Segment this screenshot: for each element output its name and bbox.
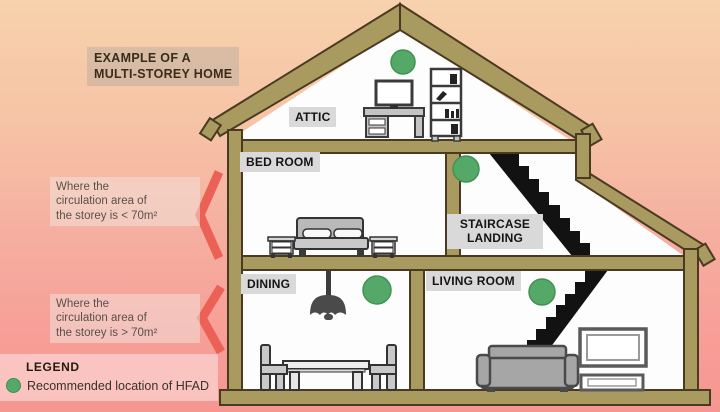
table-leg bbox=[289, 371, 300, 391]
bed-pillow bbox=[333, 228, 363, 239]
annotation-ground-line2: circulation area of bbox=[56, 312, 147, 325]
roof-left-eave-tick bbox=[198, 116, 223, 142]
tv-stand-shelf bbox=[587, 378, 637, 387]
wall-right-upper bbox=[575, 133, 591, 179]
second-floor bbox=[241, 255, 685, 271]
bedroom-label: BED ROOM bbox=[240, 152, 320, 173]
hfad-marker-dining bbox=[362, 275, 392, 305]
hfad-marker-living-room bbox=[528, 278, 556, 306]
chair-leg bbox=[371, 373, 381, 391]
sofa-arm bbox=[475, 353, 492, 388]
nightstand-foot bbox=[373, 254, 377, 258]
sofa-body bbox=[479, 356, 576, 390]
monitor bbox=[374, 79, 414, 107]
diagram-title-line2: MULTI-STOREY HOME bbox=[94, 67, 233, 82]
staircase-landing-label-line2: LANDING bbox=[466, 231, 524, 246]
staircase bbox=[489, 153, 608, 352]
attic-floor bbox=[241, 139, 577, 154]
chair-seat bbox=[369, 364, 397, 375]
hfad-marker-attic bbox=[390, 49, 416, 75]
hfad-marker-staircase-landing bbox=[452, 155, 480, 183]
dining-label: DINING bbox=[241, 274, 297, 295]
staircase-landing-label: STAIRCASE LANDING bbox=[447, 214, 543, 249]
chevron-ground-storey bbox=[196, 284, 225, 355]
nightstand-right bbox=[369, 236, 398, 258]
attic-bookshelf bbox=[429, 67, 463, 142]
lamp-shade bbox=[310, 295, 346, 315]
lamp-bulb bbox=[324, 314, 333, 320]
tv-set bbox=[578, 327, 648, 392]
chair-leg bbox=[275, 373, 285, 391]
sofa-foot bbox=[487, 388, 495, 392]
wall-dining-living bbox=[409, 269, 425, 391]
hfad-dot-icon bbox=[6, 378, 21, 393]
diagram-title: EXAMPLE OF A MULTI-STOREY HOME bbox=[87, 47, 240, 86]
house-structure bbox=[198, 2, 717, 406]
tv-screen bbox=[586, 334, 640, 361]
dining-chair-right bbox=[369, 344, 397, 391]
legend: LEGEND Recommended location of HFAD bbox=[0, 354, 218, 401]
annotation-upper-line2: circulation area of bbox=[56, 195, 147, 208]
legend-heading: LEGEND bbox=[26, 360, 80, 374]
dining-chair-left bbox=[260, 344, 288, 391]
annotation-chevrons bbox=[195, 170, 225, 355]
sofa-foot bbox=[560, 388, 568, 392]
desk-drawer bbox=[368, 118, 386, 126]
bed-leg bbox=[357, 249, 364, 257]
table-top bbox=[282, 360, 370, 370]
chevron-upper-storey bbox=[195, 170, 224, 260]
legend-item-label: Recommended location of HFAD bbox=[27, 378, 210, 393]
annotation-ground-line1: Where the bbox=[56, 298, 110, 310]
desk-drawer bbox=[368, 127, 386, 135]
monitor-stand bbox=[390, 105, 398, 109]
nightstand-foot bbox=[288, 254, 292, 258]
bed bbox=[293, 217, 369, 257]
attic-label: ATTIC bbox=[289, 107, 337, 128]
annotation-upper-storey: Where the circulation area of the storey… bbox=[50, 177, 200, 227]
staircase-upper-flight bbox=[489, 153, 601, 256]
chair-seat bbox=[260, 364, 288, 375]
bed-pillow bbox=[302, 228, 332, 239]
legend-item: Recommended location of HFAD bbox=[6, 378, 212, 393]
sofa-arm bbox=[563, 353, 580, 388]
annotation-ground-storey: Where the circulation area of the storey… bbox=[50, 294, 200, 344]
pendant-lamp bbox=[310, 270, 346, 320]
nightstand-drawer bbox=[271, 241, 292, 248]
desk-top bbox=[363, 107, 425, 117]
staircase-lower-flight bbox=[517, 270, 608, 352]
nightstand-left bbox=[267, 236, 296, 258]
bed-mattress bbox=[293, 237, 369, 250]
annotation-ground-line3: the storey is > 70m² bbox=[56, 326, 158, 339]
wall-right-extension bbox=[683, 248, 699, 405]
lamp-stem bbox=[326, 270, 331, 297]
desk-leg bbox=[414, 115, 424, 138]
annotation-upper-line1: Where the bbox=[56, 181, 110, 193]
staircase-landing-label-line1: STAIRCASE bbox=[459, 217, 531, 231]
foundation bbox=[219, 389, 711, 406]
nightstand-drawer bbox=[373, 247, 394, 254]
nightstand-foot bbox=[271, 254, 275, 258]
living-room-label: LIVING ROOM bbox=[426, 271, 521, 292]
nightstand-drawer bbox=[373, 241, 394, 248]
sofa bbox=[475, 344, 580, 392]
annotation-upper-line3: the storey is < 70m² bbox=[56, 209, 158, 222]
hfad-markers bbox=[362, 49, 556, 306]
table-leg bbox=[352, 371, 363, 391]
bed-leg bbox=[299, 249, 306, 257]
books bbox=[436, 74, 459, 134]
diagram-title-line1: EXAMPLE OF A bbox=[94, 51, 191, 65]
bookshelf-foot bbox=[431, 135, 439, 142]
nightstand-foot bbox=[390, 254, 394, 258]
nightstand-drawer bbox=[271, 247, 292, 254]
attic-desk bbox=[363, 79, 425, 138]
bookshelf-foot bbox=[453, 135, 461, 142]
